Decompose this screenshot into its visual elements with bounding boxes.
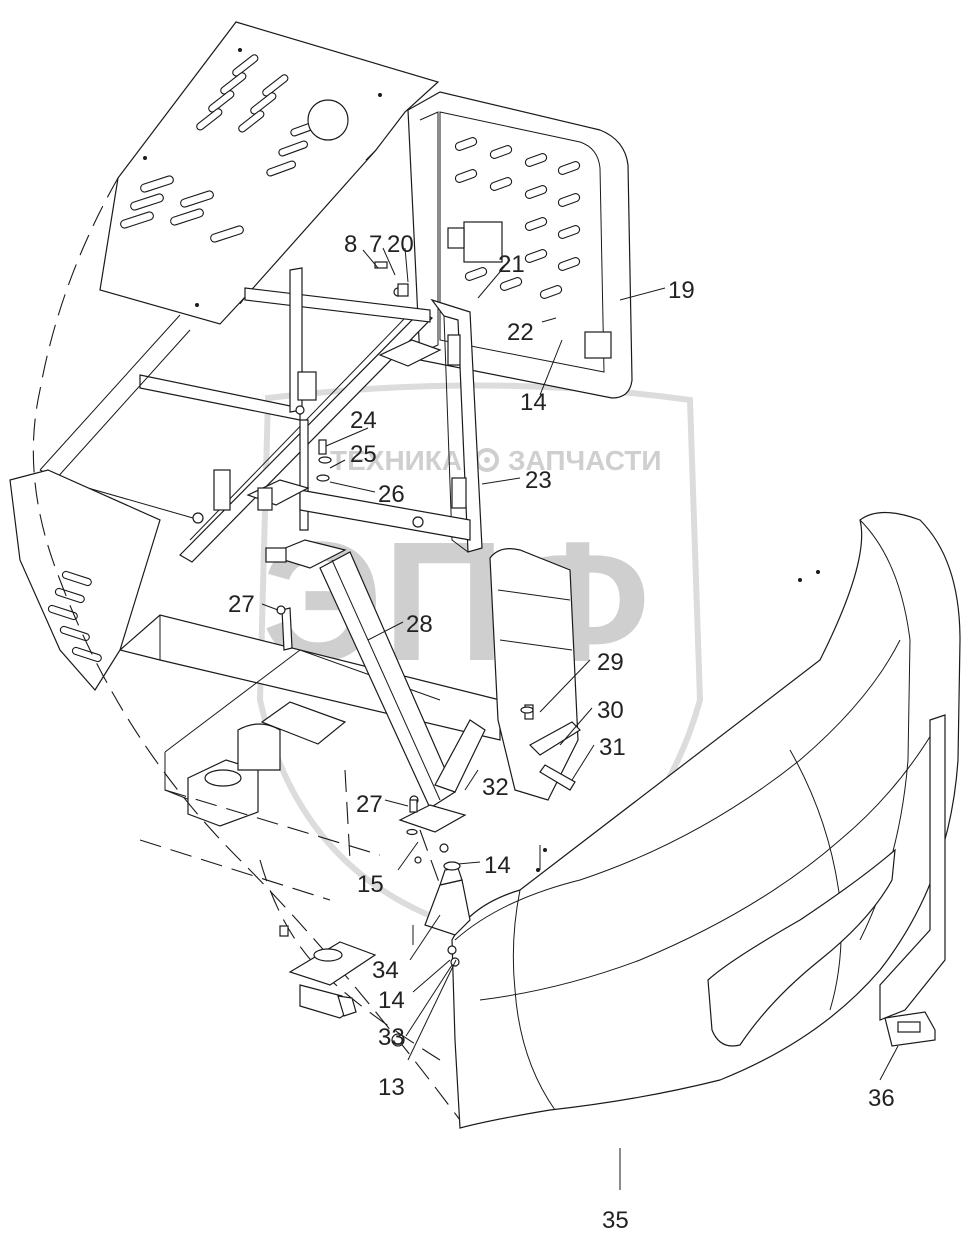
door-vent-slots (454, 137, 581, 299)
callout-25: 25 (350, 441, 377, 468)
strut-mount-plate (265, 547, 287, 563)
callout-28: 28 (406, 611, 433, 638)
callout-31: 31 (599, 734, 626, 761)
callout-14-mid: 14 (484, 852, 511, 879)
callout-8: 8 (344, 231, 357, 258)
callout-23: 23 (525, 467, 552, 494)
callout-32: 32 (482, 774, 509, 801)
part-callouts: 8 7 20 21 19 22 14 24 25 23 26 27 28 29 … (228, 231, 895, 1234)
callout-24: 24 (350, 407, 377, 434)
gear-icon (475, 448, 499, 472)
cover-round-opening (307, 99, 349, 141)
callout-29: 29 (597, 649, 624, 676)
callout-34: 34 (372, 957, 399, 984)
hinge-23 (451, 477, 467, 509)
side-vent-slots (47, 570, 102, 663)
body-outline-dashed (32, 177, 461, 1121)
lower-brackets (276, 261, 534, 1047)
callout-15: 15 (357, 871, 384, 898)
hinge-upper (447, 334, 461, 366)
bracket-vertical (213, 469, 231, 511)
top-cover-plate (99, 21, 440, 325)
callout-13: 13 (378, 1074, 405, 1101)
gas-spring (529, 721, 581, 756)
callout-14-door: 14 (520, 389, 547, 416)
door-latch-box (463, 221, 503, 263)
callout-7: 7 (369, 231, 382, 258)
callout-33: 33 (378, 1024, 405, 1051)
callout-30: 30 (597, 697, 624, 724)
callout-19: 19 (668, 277, 695, 304)
watermark-text-left: ТЕХНИКА (330, 445, 462, 476)
callout-27-upper: 27 (228, 591, 255, 618)
callout-21: 21 (498, 251, 525, 278)
counterweight-hood (451, 511, 961, 1129)
leader-lines (261, 247, 899, 1190)
watermark-text-right: ЗАПЧАСТИ (508, 445, 661, 476)
door-latch-handle (447, 227, 465, 249)
callout-36: 36 (868, 1085, 895, 1112)
hinge-frame (297, 371, 317, 401)
strut-assembly (265, 547, 486, 833)
callout-27-lower: 27 (356, 791, 383, 818)
callout-35: 35 (602, 1207, 629, 1234)
vented-door-panel (407, 91, 633, 399)
cover-vent-slots (120, 54, 321, 243)
hood-window-recess (707, 848, 896, 1047)
callout-22: 22 (507, 319, 534, 346)
hinge-left (257, 487, 273, 511)
callout-26: 26 (378, 481, 405, 508)
side-panel (9, 469, 161, 692)
right-inner-panel (489, 548, 581, 801)
callout-14-lower: 14 (378, 987, 405, 1014)
callout-20: 20 (387, 231, 414, 258)
door-hinge-plate (584, 331, 612, 359)
